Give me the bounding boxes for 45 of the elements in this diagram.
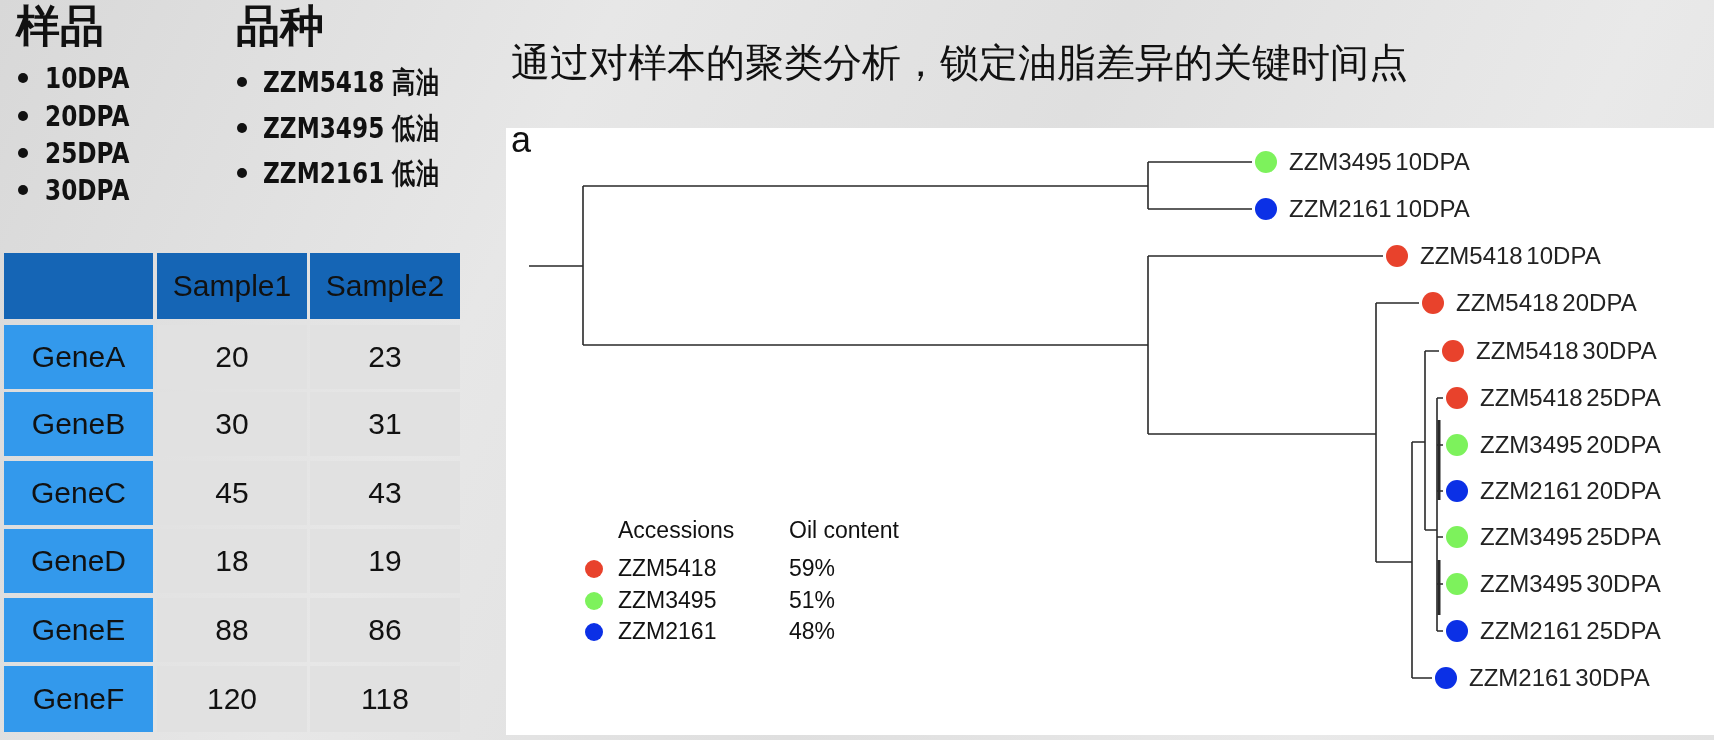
column-header: Sample2 xyxy=(310,253,460,319)
table-cell: 43 xyxy=(310,461,460,525)
leaf-label: ZZM2161 30DPA xyxy=(1469,663,1650,693)
leaf-label: ZZM5418 10DPA xyxy=(1420,241,1601,271)
oil-content-value: 59% xyxy=(789,555,836,583)
table-cell: 120 xyxy=(157,666,307,732)
leaf-label: ZZM3495 30DPA xyxy=(1480,569,1661,599)
oil-content-value: 48% xyxy=(789,618,836,646)
leaf-label: ZZM3495 10DPA xyxy=(1289,147,1470,177)
leaf-label: ZZM5418 30DPA xyxy=(1476,336,1657,366)
column-heading: Accessions xyxy=(618,517,735,545)
leaf-label: ZZM2161 10DPA xyxy=(1289,194,1470,224)
table-cell: 86 xyxy=(310,598,460,662)
table-cell: 118 xyxy=(310,666,460,732)
list-item: ZZM2161 低油 xyxy=(263,155,439,191)
leaf-label: ZZM5418 25DPA xyxy=(1480,383,1661,413)
list-item: 10DPA xyxy=(45,60,130,96)
panel-letter: a xyxy=(511,118,532,162)
list-item: ZZM5418 高油 xyxy=(263,64,439,100)
list-heading: 样品 xyxy=(16,0,104,53)
column-heading: Oil content xyxy=(789,517,899,545)
row-header: GeneE xyxy=(4,598,153,662)
list-heading: 品种 xyxy=(236,0,324,53)
leaf-label: ZZM2161 25DPA xyxy=(1480,616,1661,646)
slide-title: 通过对样本的聚类分析，锁定油脂差异的关键时间点 xyxy=(511,40,1408,86)
leaf-label: ZZM3495 20DPA xyxy=(1480,430,1661,460)
table-cell: 19 xyxy=(310,529,460,593)
list-item: 30DPA xyxy=(45,172,130,208)
column-header: Sample1 xyxy=(157,253,307,319)
leaf-label: ZZM5418 20DPA xyxy=(1456,288,1637,318)
row-header: GeneC xyxy=(4,461,153,525)
row-header: GeneB xyxy=(4,392,153,456)
legend-label: ZZM2161 xyxy=(618,618,717,646)
leaf-label: ZZM2161 20DPA xyxy=(1480,476,1661,506)
list-item: 25DPA xyxy=(45,135,130,171)
oil-content-value: 51% xyxy=(789,587,836,615)
legend-label: ZZM3495 xyxy=(618,587,717,615)
row-header: GeneF xyxy=(4,666,153,732)
row-header: GeneD xyxy=(4,529,153,593)
row-header: GeneA xyxy=(4,325,153,389)
table-cell: 31 xyxy=(310,392,460,456)
leaf-label: ZZM3495 25DPA xyxy=(1480,522,1661,552)
list-item: ZZM3495 低油 xyxy=(263,110,439,146)
list-item: 20DPA xyxy=(45,98,130,134)
legend-label: ZZM5418 xyxy=(618,555,717,583)
